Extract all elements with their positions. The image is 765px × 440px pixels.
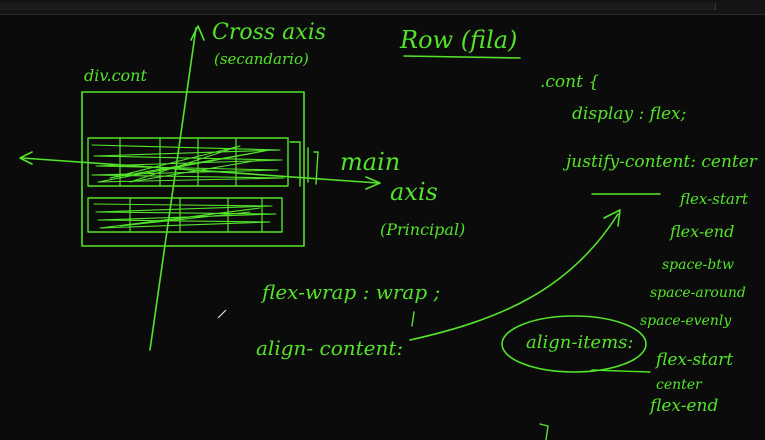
extra-items	[289, 141, 319, 187]
align-items-value: center	[656, 377, 702, 393]
align-items-value: flex-start	[656, 350, 734, 370]
cross-axis-subtitle: (secandario)	[214, 50, 309, 68]
container-label: div.cont	[84, 66, 147, 85]
justify-value: flex-end	[670, 222, 735, 241]
main-axis-label-2: axis	[390, 178, 438, 206]
curved-arrow-head	[603, 209, 621, 227]
align-items-label: align-items:	[526, 332, 634, 353]
items-row-1	[87, 137, 289, 187]
align-items-ellipse	[501, 315, 647, 373]
cross-axis-label: Cross axis	[212, 20, 327, 45]
items-scribble	[91, 144, 285, 229]
justify-value: flex-start	[680, 190, 749, 208]
code-selector: .cont {	[540, 72, 600, 92]
main-axis-label-1: main	[340, 148, 401, 176]
align-content-tick	[411, 311, 415, 327]
curved-arrow	[409, 213, 619, 341]
justify-value: space-evenly	[640, 313, 732, 329]
align-content-label: align- content:	[256, 336, 404, 360]
cross-axis-arrowhead	[190, 25, 205, 41]
code-display: display : flex;	[572, 104, 687, 124]
align-items-value: flex-end	[650, 396, 719, 416]
row-underline	[403, 55, 521, 59]
top-toolbar	[0, 0, 765, 15]
main-axis-subtitle: (Principal)	[380, 220, 466, 239]
toolbar-strip	[0, 3, 716, 10]
justify-value: space-around	[650, 285, 746, 301]
items-row-2	[87, 197, 283, 233]
code-justify: justify-content: center	[566, 152, 757, 172]
align-items-underline	[591, 369, 651, 373]
bottom-mark	[539, 423, 549, 440]
main-axis-right-arrowhead	[365, 176, 381, 190]
main-axis-left-arrowhead	[19, 151, 33, 165]
cross-axis-line	[149, 27, 197, 351]
row-title: Row (fila)	[400, 26, 518, 54]
flex-wrap-label: flex-wrap : wrap ;	[262, 280, 441, 304]
container-box	[81, 91, 305, 247]
justify-value: space-btw	[662, 257, 734, 273]
